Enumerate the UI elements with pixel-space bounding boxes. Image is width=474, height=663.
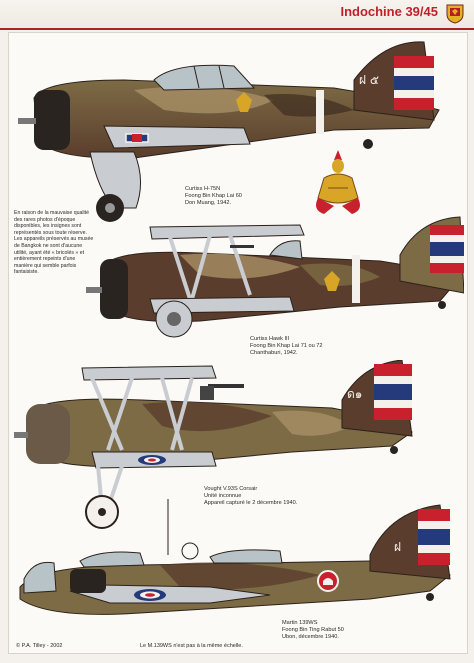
caption-aircraft-2: Curtiss Hawk III Foong Bin Khap Lai 71 o… xyxy=(250,336,323,356)
scale-note: Le M.139WS n'est pas à la même échelle. xyxy=(140,643,243,649)
tail-code-4: ฝ xyxy=(394,540,401,554)
aircraft-curtiss-h75n: ฝ ๕ xyxy=(18,41,440,222)
aircraft-vought-corsair: ด๑ xyxy=(14,360,413,529)
tail-code-1: ฝ ๕ xyxy=(359,73,379,87)
aircraft-curtiss-hawk-iii xyxy=(86,216,464,338)
thai-deity-emblem-icon xyxy=(316,150,360,214)
coat-of-arms-icon xyxy=(446,4,464,24)
copyright: © P.A. Tilley - 2002 xyxy=(16,643,63,649)
series-title: Indochine 39/45 xyxy=(340,4,438,19)
header-bar: Indochine 39/45 xyxy=(0,0,474,30)
caption-aircraft-1: Curtiss H-75N Foong Bin Khap Lai 60 Don … xyxy=(185,186,242,206)
aircraft-martin-139ws: ฝ xyxy=(19,499,451,615)
caption-aircraft-4: Martin 139WS Foong Bin Ting Rabut 50 Ubo… xyxy=(282,620,344,640)
note-text: En raison de la mauvaise qualité des rar… xyxy=(14,210,94,276)
caption-aircraft-3: Vought V.93S Corsair Unité inconnue Appa… xyxy=(204,486,298,506)
tail-code-3: ด๑ xyxy=(347,387,362,401)
